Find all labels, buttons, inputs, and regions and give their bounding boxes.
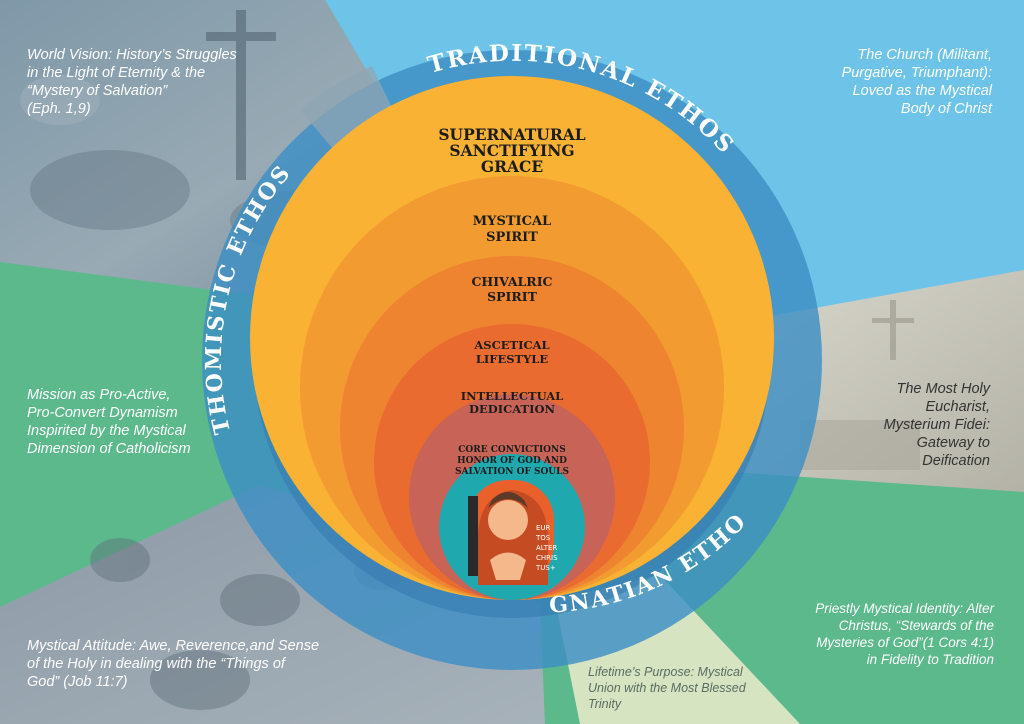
caption-line: Union with the Most Blessed xyxy=(588,681,746,695)
layer-label-6: CORE CONVICTIONS xyxy=(458,445,566,455)
caption-line: Inspirited by the Mystical xyxy=(27,423,186,439)
icon-inscription-line: TUS+ xyxy=(535,564,556,572)
caption-line: Dimension of Catholicism xyxy=(27,441,191,457)
caption-line: Purgative, Triumphant): xyxy=(841,65,992,81)
photo-crucifix-icon xyxy=(800,300,920,470)
layer-label-1: SANCTIFYING xyxy=(449,141,574,160)
caption-line: Christus, “Stewards of the xyxy=(838,618,994,633)
layer-label-3: CHIVALRIC xyxy=(471,274,552,289)
priest-icon: EUR TOS ALTER CHRIS TUS+ xyxy=(468,480,558,585)
caption-line: Deification xyxy=(922,453,990,469)
caption-line: Gateway to xyxy=(916,435,990,451)
caption-line: The Most Holy xyxy=(896,381,990,397)
layer-label-3: SPIRIT xyxy=(487,289,538,304)
painting-crucifix-icon xyxy=(206,10,276,180)
caption-line: Mystical Attitude: Awe, Reverence,and Se… xyxy=(27,638,320,654)
caption-line: in Fidelity to Tradition xyxy=(866,652,994,667)
icon-inscription-line: ALTER xyxy=(536,544,557,552)
caption-line: Eucharist, xyxy=(925,399,990,415)
layer-label-2: MYSTICAL xyxy=(473,214,551,229)
layer-label-4: LIFESTYLE xyxy=(476,352,549,366)
caption-line: The Church (Militant, xyxy=(857,47,992,63)
caption-mystical-attitude: Mystical Attitude: Awe, Reverence,and Se… xyxy=(27,637,357,691)
caption-line: God” (Job 11:7) xyxy=(27,674,128,690)
caption-line: Body of Christ xyxy=(900,101,992,117)
caption-line: of the Holy in dealing with the “Things … xyxy=(27,656,285,672)
icon-inscription-line: TOS xyxy=(535,534,551,542)
caption-line: Mission as Pro-Active, xyxy=(27,387,171,403)
icon-inscription-line: CHRIS xyxy=(536,554,558,562)
layer-label-4: ASCETICAL xyxy=(473,338,549,352)
caption-line: in the Light of Eternity & the xyxy=(27,65,206,81)
caption-line: Mysteries of God”(1 Cors 4:1) xyxy=(816,635,994,650)
caption-line: “Mystery of Salvation” xyxy=(27,83,168,99)
layer-label-5: DEDICATION xyxy=(469,402,555,416)
caption-line: Trinity xyxy=(588,697,622,711)
icon-inscription: EUR TOS ALTER CHRIS TUS+ xyxy=(535,524,558,572)
layer-label-2: SPIRIT xyxy=(486,230,538,245)
caption-line: Pro-Convert Dynamism xyxy=(27,405,178,421)
caption-line: Lifetime’s Purpose: Mystical xyxy=(588,665,743,679)
caption-church: The Church (Militant, Purgative, Triumpha… xyxy=(760,46,992,118)
caption-line: (Eph. 1,9) xyxy=(27,101,91,117)
caption-line: Loved as the Mystical xyxy=(852,83,992,99)
caption-mission: Mission as Pro-Active, Pro-Convert Dynami… xyxy=(27,386,257,458)
layer-label-6: HONOR OF GOD AND xyxy=(457,456,567,466)
layer-label-6: SALVATION OF SOULS xyxy=(455,467,569,477)
caption-line: Mysterium Fidei: xyxy=(883,417,990,433)
icon-inscription-line: EUR xyxy=(536,524,551,532)
layer-label-5: INTELLECTUAL xyxy=(461,389,564,403)
caption-line: World Vision: History’s Struggles xyxy=(27,47,237,63)
layer-label-1: SUPERNATURAL xyxy=(438,125,585,144)
layer-label-1: GRACE xyxy=(481,157,543,176)
caption-world-vision: World Vision: History’s Struggles in the … xyxy=(27,46,317,118)
caption-line: Priestly Mystical Identity: Alter xyxy=(815,601,994,616)
